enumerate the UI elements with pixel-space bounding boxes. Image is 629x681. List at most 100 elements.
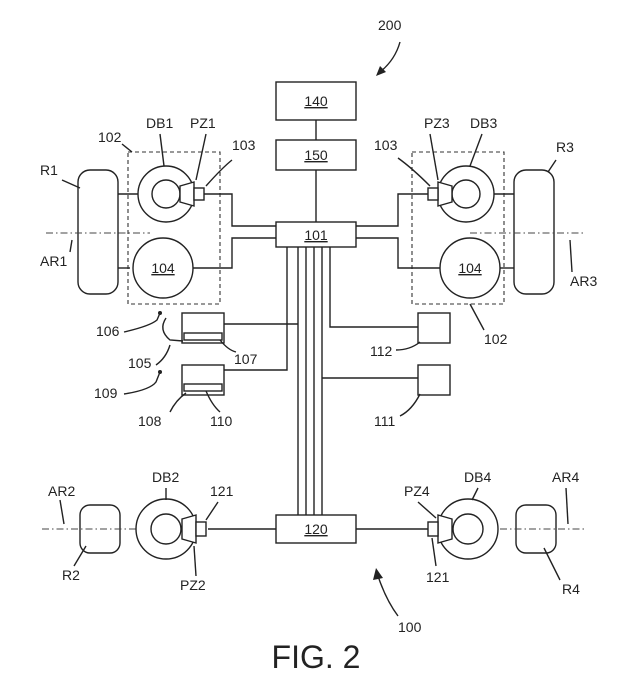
link-104-101-left (193, 237, 276, 269)
leader-105 (162, 317, 184, 342)
label-AR1: AR1 (40, 253, 67, 269)
disc-DB3-hub (451, 179, 481, 209)
label-PZ3: PZ3 (424, 115, 450, 131)
leader-112 (395, 341, 421, 351)
label-DB4: DB4 (464, 469, 491, 485)
leader-R2 (73, 545, 87, 567)
label-R4: R4 (562, 581, 580, 597)
caliper-PZ3 (437, 181, 453, 207)
label-106: 106 (96, 323, 120, 339)
caliper-PZ1 (179, 181, 195, 207)
label-AR2: AR2 (48, 483, 75, 499)
leader-108 (169, 392, 187, 413)
leader-103-left (205, 159, 233, 187)
leader-PZ2 (193, 545, 197, 577)
label-105: 105 (128, 355, 152, 371)
figure-caption: FIG. 2 (272, 639, 361, 675)
leader-121-left (205, 501, 219, 521)
leader-AR4 (565, 487, 569, 525)
box-140-label: 140 (304, 93, 328, 109)
label-AR3: AR3 (570, 273, 597, 289)
box-111 (417, 364, 451, 396)
box-107-inner (183, 332, 223, 341)
wheel-R1 (77, 169, 119, 295)
leader-PZ3 (429, 133, 439, 181)
label-PZ2: PZ2 (180, 577, 206, 593)
ref-200-arrowhead (376, 66, 386, 76)
leader-R3 (547, 159, 557, 173)
disc-DB1-hub (151, 179, 181, 209)
ref-100-arrowhead (373, 568, 383, 580)
ref-100-label: 100 (398, 619, 422, 635)
group-102-left (127, 151, 221, 305)
link-103-101-right (356, 193, 428, 227)
leader-107 (219, 339, 237, 353)
ref-200-label: 200 (378, 17, 402, 33)
leader-DB3 (469, 133, 483, 167)
leader-DB4 (471, 487, 479, 501)
sensor-121-right (427, 521, 439, 537)
link-104-101-right (356, 237, 440, 269)
wheel-R3 (513, 169, 555, 295)
module-104-left-label: 104 (151, 260, 175, 276)
module-104-right-label: 104 (458, 260, 482, 276)
label-121-right: 121 (426, 569, 450, 585)
sensor-121-left (195, 521, 207, 537)
label-109: 109 (94, 385, 118, 401)
label-107: 107 (234, 351, 258, 367)
box-110-inner (183, 383, 223, 392)
leader-103-right (397, 157, 431, 187)
link-103-101-left (204, 193, 276, 227)
caliper-PZ4 (437, 514, 453, 544)
leader-110 (205, 390, 221, 413)
disc-DB2-hub (150, 513, 182, 545)
leader-AR2 (59, 499, 65, 525)
box-120-label: 120 (304, 521, 328, 537)
link-101-112 (329, 247, 418, 328)
leader-111 (399, 393, 421, 417)
link-101-108 (224, 247, 288, 371)
sensor-103-left (193, 187, 205, 201)
leader-AR3 (569, 239, 573, 273)
disc-DB4-hub (452, 513, 484, 545)
leader-121-right (431, 537, 437, 567)
label-AR4: AR4 (552, 469, 579, 485)
leader-105b (155, 344, 171, 366)
ref-100-arrow (377, 575, 399, 617)
label-121-left: 121 (210, 483, 234, 499)
label-PZ4: PZ4 (404, 483, 430, 499)
label-110: 110 (210, 413, 233, 429)
leader-R1 (61, 179, 81, 189)
group-102-right (411, 151, 505, 305)
label-102-right: 102 (484, 331, 508, 347)
wire-109-end (158, 370, 162, 374)
label-102-left: 102 (98, 129, 122, 145)
label-112: 112 (370, 343, 393, 359)
leader-DB1 (159, 133, 165, 167)
sensor-103-right (427, 187, 439, 201)
label-R3: R3 (556, 139, 574, 155)
label-R2: R2 (62, 567, 80, 583)
label-103-right: 103 (374, 137, 398, 153)
label-DB2: DB2 (152, 469, 179, 485)
wire-106 (123, 312, 161, 333)
wire-109 (123, 371, 161, 395)
label-DB3: DB3 (470, 115, 497, 131)
box-112 (417, 312, 451, 344)
wire-106-end (158, 311, 162, 315)
box-101 (275, 221, 357, 248)
ref-200-arrow (379, 41, 401, 73)
label-111: 111 (374, 413, 395, 429)
box-150-label: 150 (304, 147, 328, 163)
leader-102-right (469, 303, 485, 331)
label-103-left: 103 (232, 137, 256, 153)
caliper-PZ2 (181, 514, 197, 544)
leader-AR1 (69, 239, 73, 253)
label-DB1: DB1 (146, 115, 173, 131)
leader-PZ4 (417, 501, 437, 519)
label-108: 108 (138, 413, 162, 429)
leader-PZ1 (195, 133, 207, 181)
box-101-label: 101 (304, 227, 328, 243)
leader-R4 (543, 547, 561, 581)
